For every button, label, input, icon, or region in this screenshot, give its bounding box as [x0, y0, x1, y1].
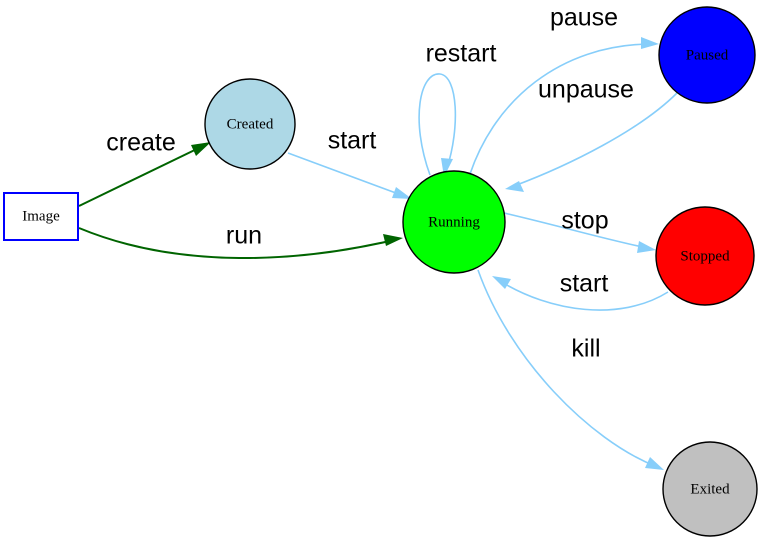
- edge-stop-label: stop: [561, 207, 608, 235]
- edge-run-arrowhead: [383, 234, 403, 246]
- edge-unpause-path: [513, 92, 678, 187]
- edge-restart-label: restart: [426, 40, 497, 68]
- edge-start-created-running-path: [287, 152, 405, 197]
- edge-restart-path: [418, 73, 457, 176]
- edge-pause-arrowhead: [641, 37, 659, 49]
- edge-pause-label: pause: [550, 4, 618, 32]
- edge-create-arrowhead: [191, 142, 211, 156]
- edge-unpause-label: unpause: [538, 76, 634, 104]
- edge-pause-path: [469, 43, 651, 175]
- edge-run: run: [78, 222, 403, 260]
- edge-stop-arrowhead: [637, 241, 656, 253]
- node-exited-shape[interactable]: [662, 441, 758, 537]
- edge-kill-path: [477, 269, 656, 467]
- edge-pause: pause: [469, 4, 659, 175]
- edge-create-label: create: [106, 129, 175, 157]
- edge-start-stopped-running-arrowhead: [492, 276, 511, 289]
- edge-stop: stop: [503, 207, 656, 253]
- edge-start-stopped-running: start: [492, 270, 669, 311]
- edge-run-label: run: [226, 222, 262, 250]
- node-created-shape[interactable]: [204, 78, 296, 170]
- edge-kill: kill: [477, 269, 664, 470]
- edge-start-stopped-running-label: start: [560, 270, 609, 298]
- node-image[interactable]: Image: [3, 192, 79, 241]
- node-paused[interactable]: Paused: [658, 6, 756, 104]
- edge-kill-arrowhead: [645, 457, 664, 470]
- edge-start-created-running: start: [287, 127, 412, 199]
- edge-run-path: [78, 227, 395, 260]
- node-paused-shape[interactable]: [658, 6, 756, 104]
- node-stopped[interactable]: Stopped: [655, 206, 755, 306]
- node-created[interactable]: Created: [204, 78, 296, 170]
- edge-create: create: [78, 129, 211, 207]
- edge-start-stopped-running-path: [499, 280, 669, 311]
- edge-unpause-arrowhead: [505, 181, 524, 192]
- node-stopped-shape[interactable]: [655, 206, 755, 306]
- edge-restart: restart: [418, 40, 497, 177]
- edge-create-path: [78, 145, 204, 207]
- edge-kill-label: kill: [571, 335, 600, 363]
- edge-unpause: unpause: [505, 76, 678, 192]
- edge-start-created-running-label: start: [328, 127, 377, 155]
- edge-stop-path: [503, 212, 648, 249]
- node-image-shape[interactable]: [3, 192, 79, 241]
- edge-start-created-running-arrowhead: [392, 187, 412, 199]
- node-running-shape[interactable]: [402, 170, 506, 274]
- node-running[interactable]: Running: [402, 170, 506, 274]
- node-exited[interactable]: Exited: [662, 441, 758, 537]
